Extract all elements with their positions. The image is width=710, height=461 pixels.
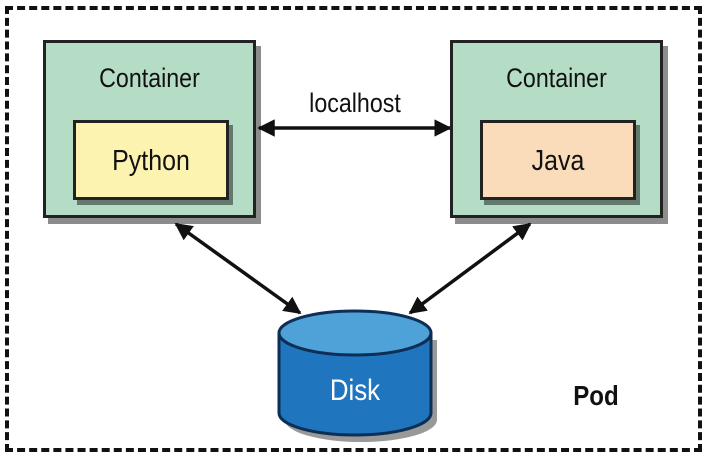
right-container-disk-arrow <box>408 222 532 315</box>
localhost-label: localhost <box>309 88 401 118</box>
container-label: Container <box>99 63 200 93</box>
pod-boundary <box>5 6 702 452</box>
container-label: Container <box>506 63 607 93</box>
python-container: Container Python <box>43 40 256 218</box>
python-runtime-box: Python <box>73 120 229 200</box>
java-container: Container Java <box>450 40 663 218</box>
disk-label: Disk <box>329 374 381 407</box>
runtime-label: Java <box>531 145 585 177</box>
left-container-disk-arrow <box>174 222 302 315</box>
disk-cylinder <box>277 309 437 442</box>
disk-body <box>277 331 433 437</box>
java-runtime-box: Java <box>480 120 636 200</box>
pod-label: Pod <box>573 380 619 411</box>
runtime-label: Python <box>112 145 190 177</box>
disk-top <box>277 309 433 357</box>
